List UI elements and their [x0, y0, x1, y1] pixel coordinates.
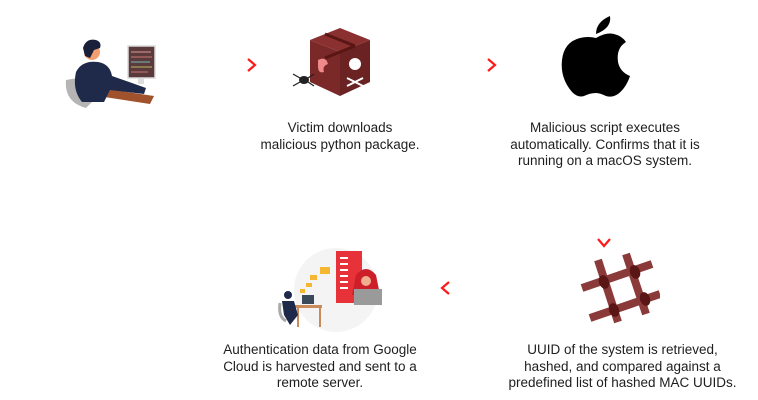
caption-line: Authentication data from Google — [223, 342, 417, 357]
caption-download: Victim downloads malicious python packag… — [245, 120, 435, 153]
caption-line: UUID of the system is retrieved, — [527, 342, 718, 357]
flow-arrow-right — [425, 55, 500, 75]
malicious-package-box-icon — [290, 20, 380, 100]
caption-line: Malicious script executes — [529, 120, 681, 135]
caption-line: Victim downloads — [287, 120, 393, 135]
caption-line: running on a macOS system. — [517, 153, 693, 168]
data-exfiltration-icon — [276, 245, 386, 335]
caption-line: Cloud is harvested and sent to a — [223, 358, 417, 374]
caption-line: remote server. — [276, 375, 364, 390]
caption-line: automatically. Confirms that it is — [510, 136, 700, 152]
caption-line: malicious python package. — [260, 136, 420, 152]
flow-arrow-down — [594, 180, 614, 250]
flow-arrow-left — [437, 278, 512, 298]
victim-at-computer-icon — [58, 30, 158, 110]
flow-arrow-right — [185, 55, 260, 75]
apple-logo-icon — [560, 12, 632, 98]
caption-line: hashed, and compared against a — [524, 358, 721, 374]
caption-exfil: Authentication data from Google Cloud is… — [215, 342, 425, 392]
caption-line: predefined list of hashed MAC UUIDs. — [508, 375, 737, 390]
caption-macos: Malicious script executes automatically.… — [490, 120, 720, 170]
caption-uuid: UUID of the system is retrieved, hashed,… — [500, 342, 745, 392]
hash-icon — [580, 252, 660, 332]
